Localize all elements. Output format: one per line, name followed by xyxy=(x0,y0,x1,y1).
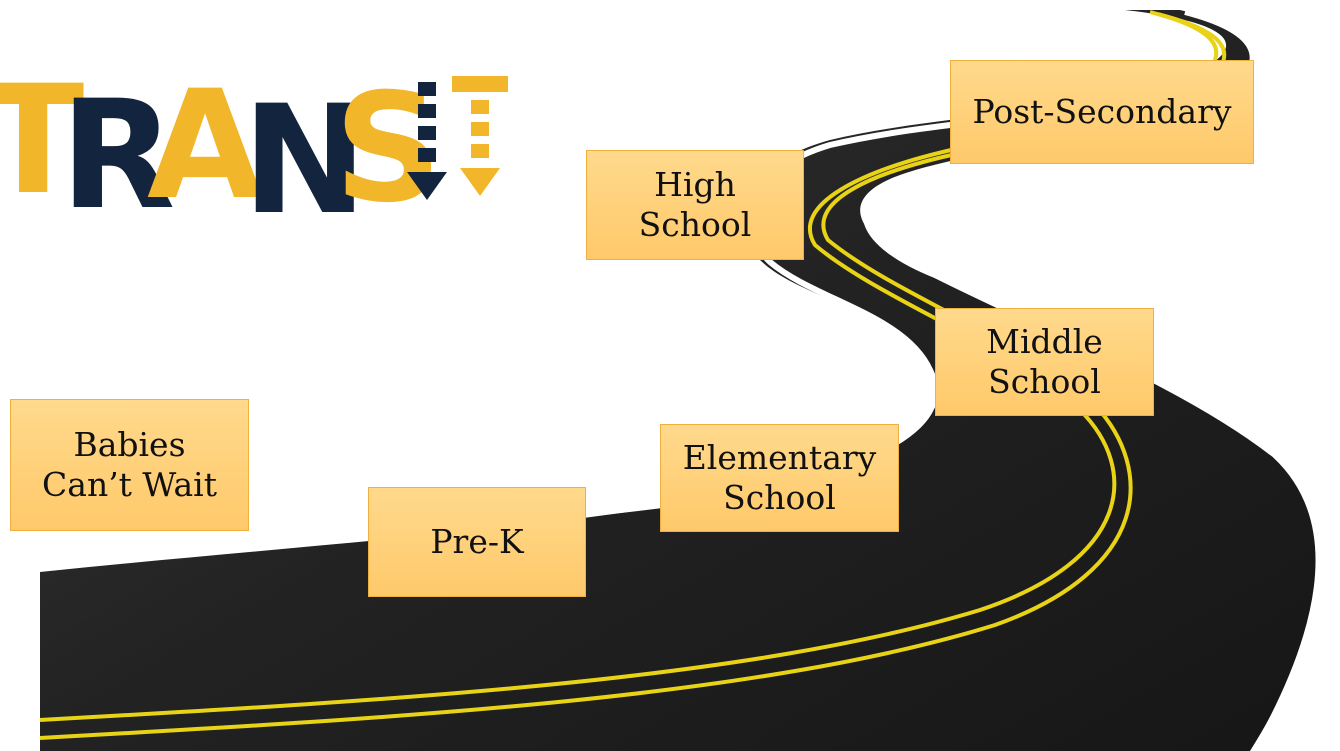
stage-box-elementary-school: Elementary School xyxy=(660,424,899,532)
stage-box-middle-school: Middle School xyxy=(935,308,1154,416)
logo-arrow-i1 xyxy=(407,82,447,200)
logo-letter-n: N xyxy=(242,74,368,242)
stage-box-pre-k: Pre-K xyxy=(368,487,586,597)
stage-label: High School xyxy=(638,164,752,244)
logo-letter-a: A xyxy=(147,59,263,233)
logo-letter-r: R xyxy=(60,69,176,242)
stage-box-babies-cant-wait: Babies Can’t Wait xyxy=(10,399,249,531)
stage-label: Babies Can’t Wait xyxy=(42,424,217,504)
stage-label: Middle School xyxy=(986,321,1103,401)
stage-box-post-secondary: Post-Secondary xyxy=(950,60,1254,164)
road-surface xyxy=(40,10,1318,751)
logo-arrow-t xyxy=(452,76,508,196)
stage-box-high-school: High School xyxy=(586,150,804,260)
stage-label: Elementary School xyxy=(682,437,877,517)
logo-arrow-letters xyxy=(407,76,508,200)
logo-letter-t1: T xyxy=(0,54,84,228)
stage-label: Post-Secondary xyxy=(972,91,1232,131)
stage-label: Pre-K xyxy=(430,521,524,561)
transitions-logo: T R A N S I xyxy=(0,54,508,242)
